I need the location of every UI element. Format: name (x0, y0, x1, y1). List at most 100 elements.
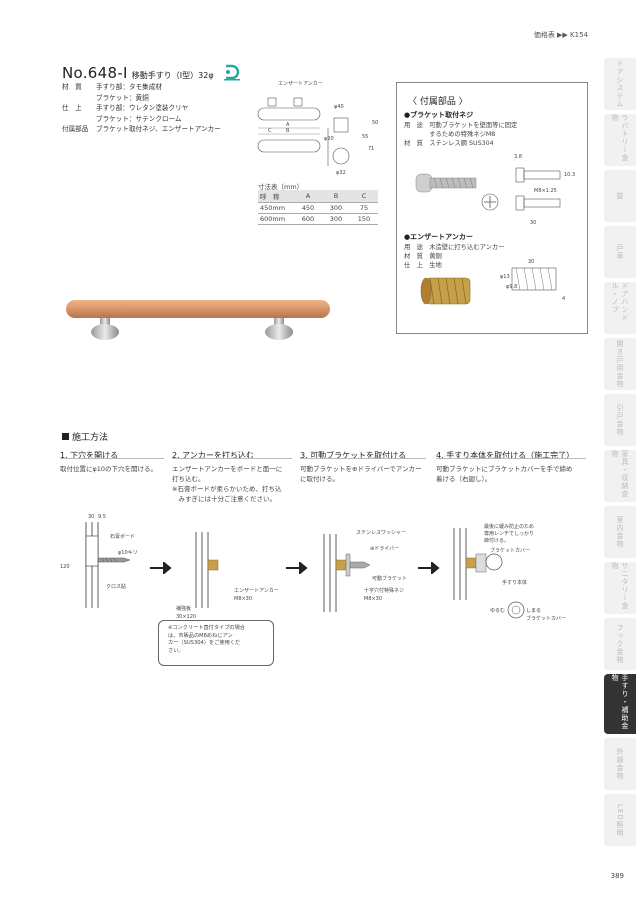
dimension-table-title: 寸法表（mm） (258, 183, 304, 191)
dim-phi20: φ20 (324, 136, 334, 142)
side-tab-lock[interactable]: 錠 (604, 170, 636, 222)
side-tab-door-system[interactable]: ドアシステム (604, 58, 636, 110)
screw-head-icon (481, 193, 499, 211)
dim-50: 50 (372, 120, 378, 126)
side-tab-exterior[interactable]: 外部金物 (604, 738, 636, 790)
technical-drawing: エンザートアンカー A C B φ40 φ20 φ32 50 55 71 (257, 81, 378, 176)
spec-row: 付属部品ブラケット取付ネジ、エンザートアンカー (62, 125, 221, 133)
arrow-icon (286, 562, 308, 574)
construction-section-title: 施工方法 (62, 430, 108, 443)
screw-dim: M8×1.25 (534, 188, 557, 194)
table-row: 450mm 450 300 75 (258, 202, 378, 214)
svg-text:9.5: 9.5 (98, 514, 106, 520)
spec-row: 材 質手すり部：タモ集成材 (62, 83, 162, 91)
dim-b: B (286, 128, 290, 134)
step-2-desc: エンザートアンカーをボードと面一に 打ち込む。 ※石膏ボードが柔らかいため、打ち… (172, 465, 283, 503)
dim-a: A (286, 122, 290, 128)
dim-phi40: φ40 (334, 104, 344, 110)
svg-text:補強板: 補強板 (176, 605, 191, 612)
dim-phi32: φ32 (336, 170, 346, 176)
svg-text:手すり本体: 手すり本体 (502, 579, 527, 586)
divider (60, 458, 164, 459)
anchor-desc-2: 材 質 黄銅 (404, 253, 442, 260)
svg-text:120: 120 (60, 564, 70, 570)
screw-dim: 10.3 (564, 172, 575, 178)
side-tab-sliding-door[interactable]: 引戸金物 (604, 394, 636, 446)
anchor-desc-3: 仕 上 生地 (404, 262, 442, 269)
step-1-heading: 1. 下穴を開ける (60, 451, 119, 460)
svg-text:ゆるむ: ゆるむ (490, 608, 505, 614)
side-tab-handrail[interactable]: 手すり・補助金物 (604, 674, 636, 734)
svg-text:しまる: しまる (526, 608, 541, 614)
divider (436, 458, 586, 459)
side-tab-furniture[interactable]: 家具・収納金物 (604, 450, 636, 502)
dim-c: C (268, 128, 272, 134)
svg-text:石膏ボード: 石膏ボード (110, 533, 135, 540)
svg-text:クロス貼: クロス貼 (106, 583, 126, 590)
screw-title: ●ブラケット取付ネジ (404, 111, 474, 119)
anchor-dim: φ13 (500, 274, 510, 280)
arrow-icon (150, 562, 172, 574)
svg-text:可動ブラケット: 可動ブラケット (372, 575, 407, 582)
side-tab-interior[interactable]: 室内金物 (604, 506, 636, 558)
step-3-desc: 可動ブラケットを⊕ドライバーでアンカー に取付ける。 (300, 465, 422, 483)
svg-text:φ10キリ: φ10キリ (118, 550, 138, 556)
dim-71: 71 (368, 146, 374, 152)
step-1-desc: 取付位置にφ10の下穴を開ける。 (60, 465, 158, 473)
side-tab-hook[interactable]: フック金物 (604, 618, 636, 670)
step-4-figure: 最後に緩み防止のため 専用レンチでしっかり 締付ける。 ブラケットカバー 手すり… (453, 523, 566, 622)
step-2-heading: 2. アンカーを打ち込む (172, 451, 254, 460)
side-tab-lavatory[interactable]: ラバトリー金物 (604, 114, 636, 166)
screw-desc-1: 用 途 可動ブラケットを壁面等に固定 (404, 122, 518, 129)
svg-text:⊕ドライバー: ⊕ドライバー (370, 546, 399, 552)
step-4-desc: 可動ブラケットにブラケットカバーを手で締め 着ける（右廻し）。 (436, 465, 573, 483)
handrail-product-image (66, 300, 330, 340)
step-3-heading: 3. 可動ブラケットを取付ける (300, 451, 407, 460)
table-row: 600mm 600 300 150 (258, 213, 378, 225)
accessories-title: 〈 付属部品 〉 (408, 97, 468, 107)
spec-row: 仕 上手すり部：ウレタン塗装クリヤ (62, 104, 189, 112)
anchor-dim: 4 (562, 296, 565, 302)
step-4-heading: 4. 手すり本体を取付ける（施工完了） (436, 451, 575, 460)
anchor-dim: 30 (528, 259, 534, 265)
product-specs: 材 質手すり部：タモ集成材 ブラケット：黄銅 仕 上手すり部：ウレタン塗装クリヤ… (62, 82, 221, 135)
page-number: 389 (610, 872, 624, 880)
price-reference: 価格表 ▶▶ K154 (533, 31, 588, 39)
divider (172, 458, 292, 459)
arrow-icon (418, 562, 440, 574)
screw-desc-2: するための特殊ネジM8 (404, 131, 496, 138)
svg-text:ステンレスワッシャー: ステンレスワッシャー (356, 530, 406, 536)
screw-dim: 3.8 (514, 154, 522, 160)
anchor-desc-1: 用 途 木造壁に打ち込むアンカー (404, 244, 505, 251)
svg-text:最後に緩み防止のため: 最後に緩み防止のため (484, 523, 534, 530)
accessories-box (396, 82, 588, 334)
anchor-dim: φ9.8 (506, 284, 517, 290)
svg-text:30: 30 (88, 514, 94, 520)
svg-text:ブラケットカバー: ブラケットカバー (490, 547, 530, 554)
svg-text:ブラケットカバー: ブラケットカバー (526, 615, 566, 622)
table-header-row: 呼 称 A B C (258, 190, 378, 203)
product-name: 移動手すり（I型）32φ (131, 71, 214, 80)
anchor-label: エンザートアンカー (278, 81, 323, 87)
side-tab-roller[interactable]: 戸車 (604, 226, 636, 278)
svg-text:M8×30: M8×30 (234, 596, 252, 602)
screw-desc-3: 材 質 ステンレス鋼 SUS304 (404, 140, 494, 147)
product-heading: No.648-I 移動手すり（I型）32φ (62, 58, 242, 82)
step-1-figure: 30 9.5 120 石膏ボード φ10キリ クロス貼 (60, 514, 138, 608)
dim-55: 55 (362, 134, 368, 140)
step-3-figure: ステンレスワッシャー ⊕ドライバー 可動ブラケット 十字穴付特殊ネジ M8×30 (323, 530, 407, 612)
svg-text:十字穴付特殊ネジ: 十字穴付特殊ネジ (364, 587, 404, 594)
side-tab-led[interactable]: LED照明 (604, 794, 636, 846)
anchor-illustration: 30 φ13 φ9.8 4 (420, 259, 565, 305)
concrete-note: ※コンクリート直付タイプの場合 は、市販品のM8めねじアン カー（SUS304）… (168, 625, 245, 654)
divider (300, 458, 426, 459)
step-2-figure: エンザートアンカー M8×30 補強板 30×120 (176, 532, 279, 620)
side-tab-door-handle[interactable]: ドアハンドル・ノブ (604, 282, 636, 334)
side-tab-sanitary[interactable]: サニタリー金物 (604, 562, 636, 614)
side-tab-hinged-door[interactable]: 開き戸用金物 (604, 338, 636, 390)
spec-row: ブラケット：サテンクローム (96, 114, 182, 123)
svg-text:専用レンチでしっかり: 専用レンチでしっかり (484, 530, 534, 537)
screw-dim: 30 (530, 220, 536, 226)
screw-illustration: 3.8 10.3 M8×1.25 30 (415, 154, 575, 226)
spec-row: ブラケット：黄銅 (96, 93, 149, 102)
